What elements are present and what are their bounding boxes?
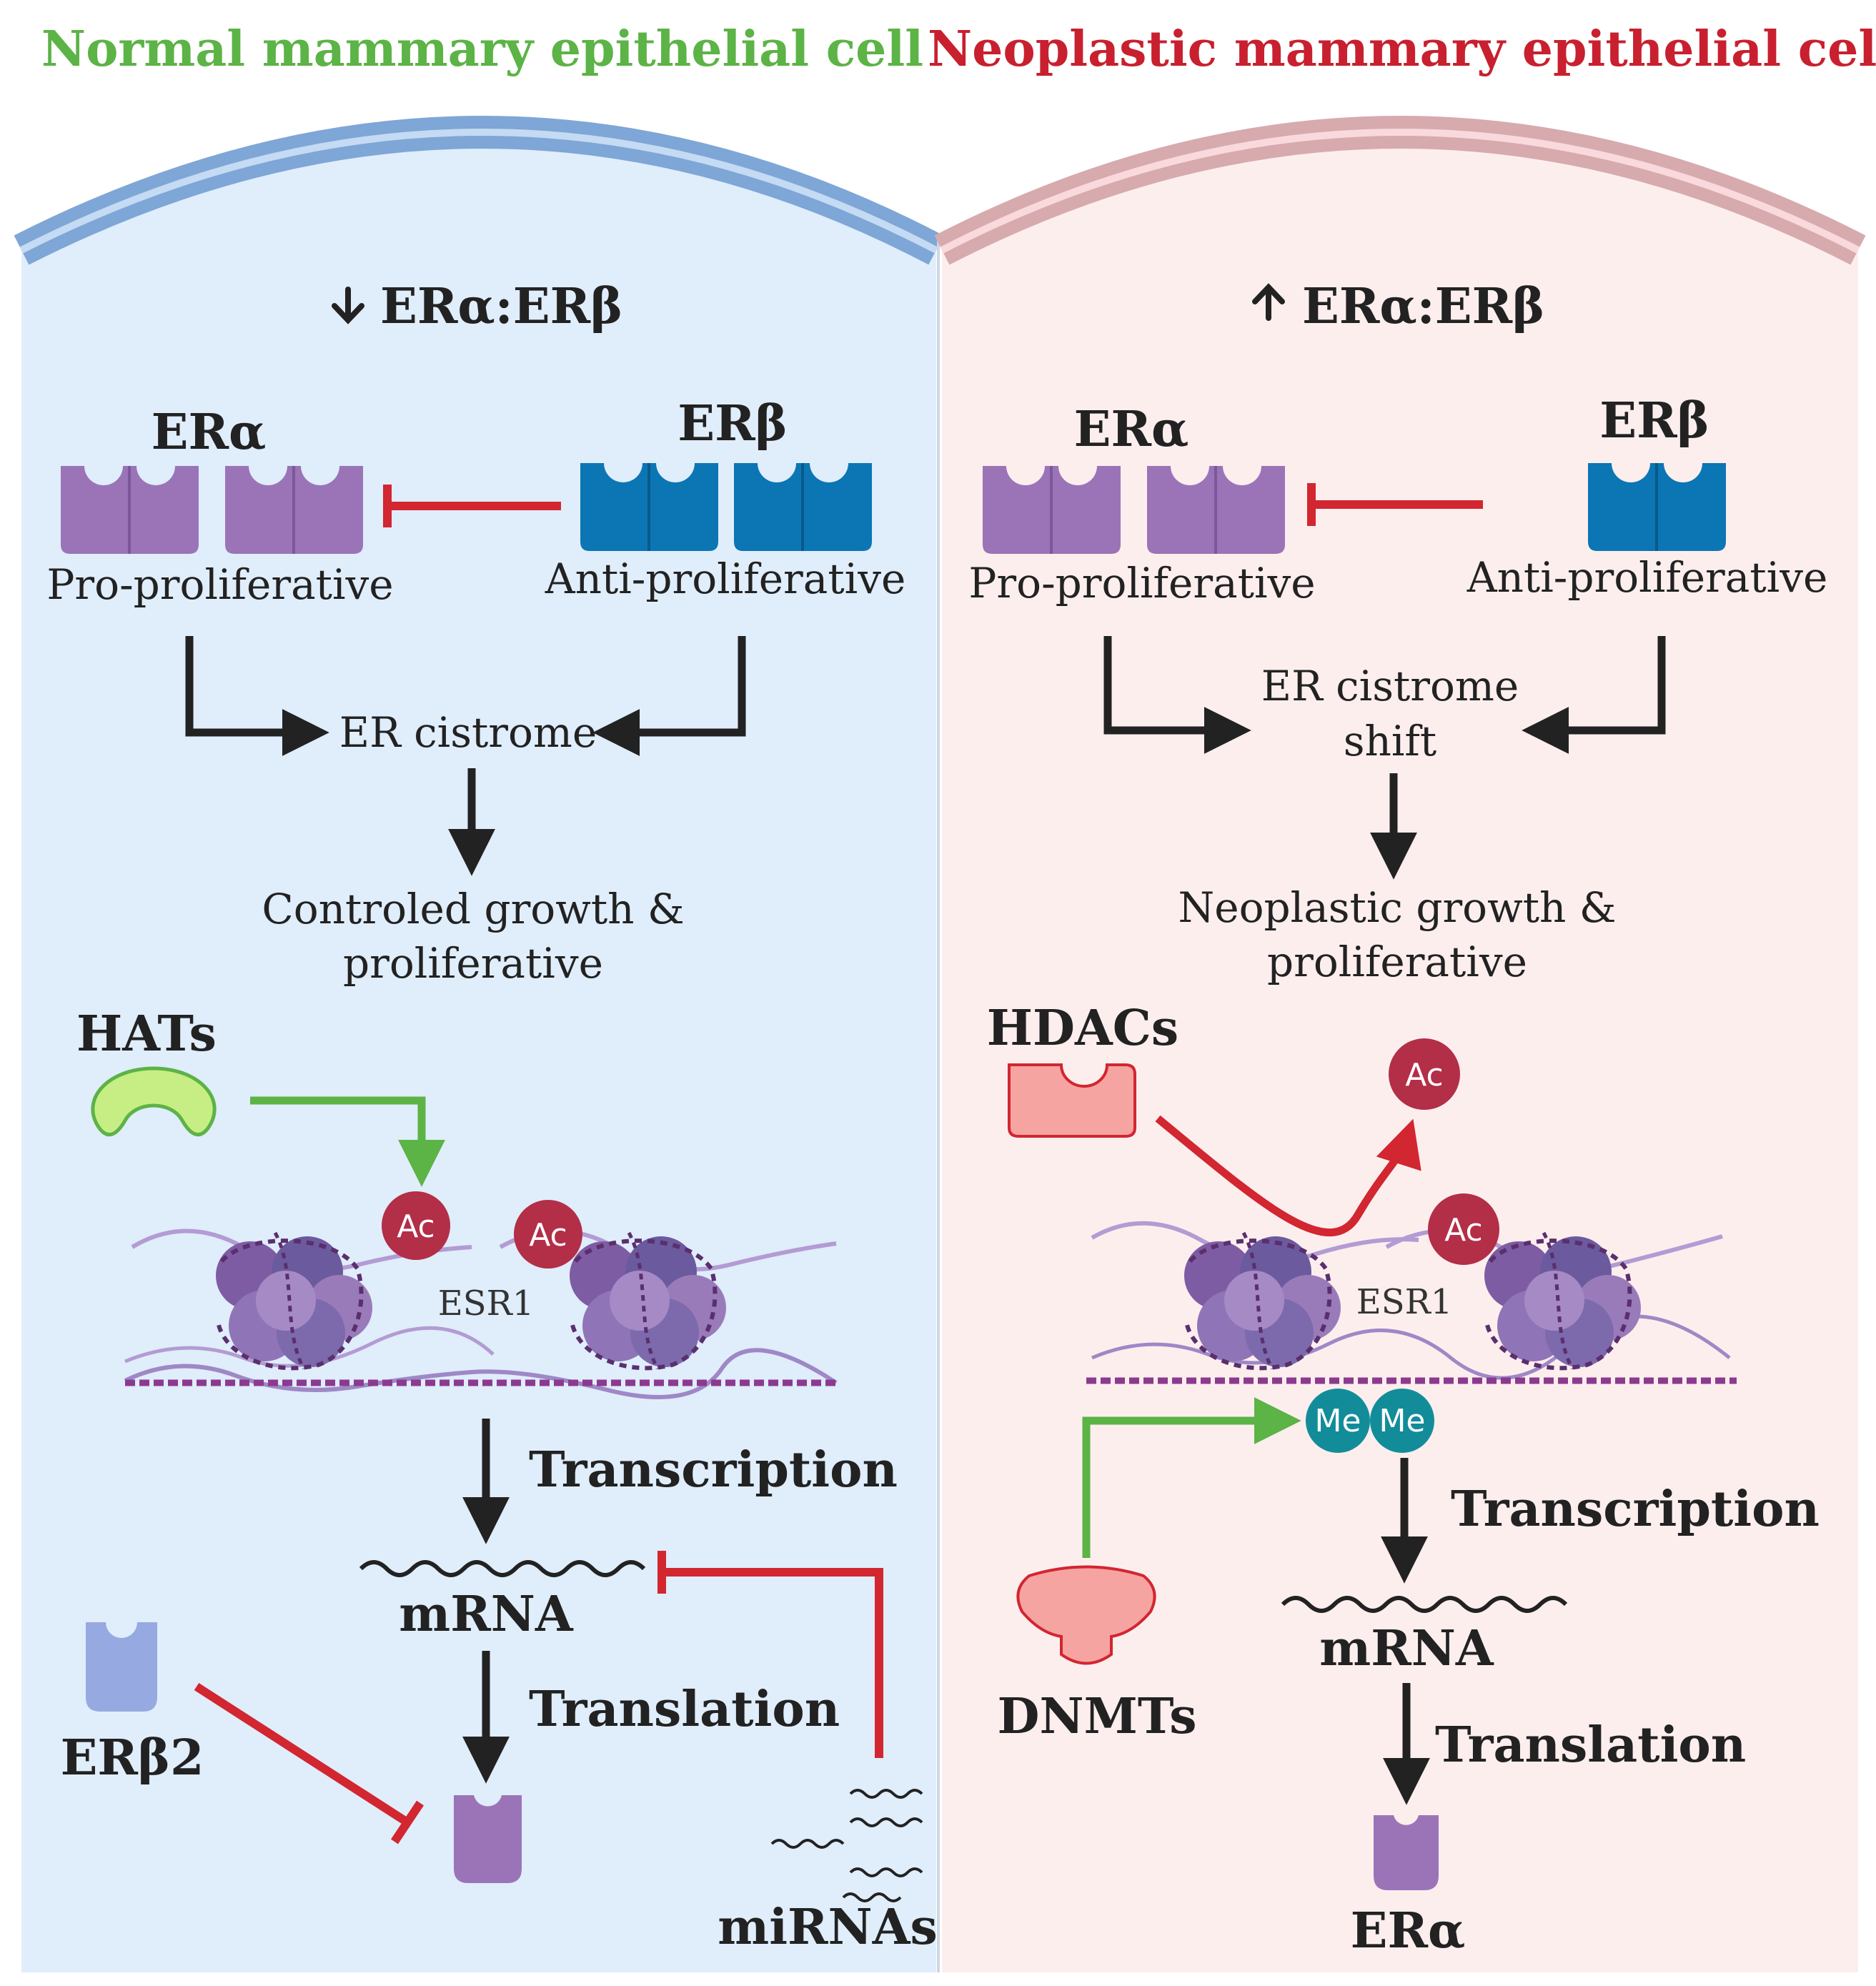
svg-text:Ac: Ac (397, 1208, 435, 1245)
dnmts-methylation-arrow (1082, 1397, 1301, 1558)
normal-outcome-line1: Controled growth & (262, 885, 684, 933)
neoplastic-gene-label: ESR1 (1356, 1282, 1453, 1322)
ratio-up-arrow-icon (1252, 283, 1285, 321)
normal-ratio-label: ERα:ERβ (380, 278, 622, 335)
normal-erb-label: ERβ (678, 395, 788, 452)
neoplastic-transcription-label: Transcription (1451, 1481, 1820, 1538)
normal-anti-proliferative-label: Anti-proliferative (545, 555, 906, 603)
normal-ac-mark-2: Ac (514, 1200, 582, 1268)
normal-erb-receptor-2 (734, 463, 872, 551)
removed-ac-mark: Ac (1389, 1038, 1460, 1110)
erb2-inhibits-era-arrow (194, 1682, 424, 1845)
normal-cistrome-label: ER cistrome (339, 708, 597, 757)
normal-era-to-cistrome-arrow (185, 636, 329, 756)
svg-text:Me: Me (1379, 1403, 1425, 1439)
dnmts-label: DNMTs (997, 1688, 1196, 1745)
neoplastic-erb-inhibits-era-arrow (1307, 483, 1483, 526)
erb2-label: ERβ2 (61, 1729, 204, 1787)
neoplastic-outcome-line2: proliferative (1267, 938, 1527, 986)
hats-label: HATs (76, 1006, 217, 1063)
normal-cell-panel: Normal mammary epithelial cell ERα:ERβ E… (14, 21, 944, 1972)
neoplastic-era-receptor-1 (983, 466, 1121, 554)
neoplastic-cistrome-line1: ER cistrome (1261, 662, 1519, 710)
normal-mrna-icon (359, 1560, 646, 1577)
hats-acetylation-arrow (250, 1096, 445, 1187)
mirnas-icon (770, 1789, 923, 1902)
normal-mrna-label: mRNA (399, 1586, 574, 1643)
neoplastic-cistrome-line2: shift (1344, 717, 1436, 765)
svg-text:Ac: Ac (529, 1217, 567, 1253)
neoplastic-erb-to-cistrome-arrow (1522, 636, 1666, 754)
normal-outcome-line2: proliferative (343, 939, 603, 988)
mirnas-inhibit-mrna-arrow (657, 1551, 883, 1758)
normal-era-receptor-2 (225, 466, 363, 554)
bound-ac-mark: Ac (1428, 1193, 1499, 1265)
neoplastic-era-receptor-2 (1147, 466, 1285, 554)
svg-text:Ac: Ac (1444, 1212, 1483, 1248)
normal-erb-receptor-1 (580, 463, 718, 551)
neoplastic-anti-proliferative-label: Anti-proliferative (1466, 553, 1828, 602)
mirnas-label: miRNAs (718, 1899, 938, 1956)
me-mark-1: Me (1306, 1389, 1370, 1453)
me-mark-2: Me (1370, 1389, 1434, 1453)
neoplastic-erb-receptor (1588, 463, 1726, 551)
neoplastic-ratio-label: ERα:ERβ (1302, 278, 1544, 335)
neoplastic-panel-title: Neoplastic mammary epithelial cell (928, 21, 1876, 78)
hdacs-deacetylation-arrow (1155, 1115, 1421, 1237)
normal-chromatin (124, 1228, 840, 1399)
neoplastic-era-to-cistrome-arrow (1103, 636, 1251, 754)
normal-transcription-label: Transcription (529, 1441, 898, 1499)
neoplastic-era-protein-icon (1374, 1815, 1439, 1890)
neoplastic-mrna-label: mRNA (1319, 1620, 1494, 1677)
normal-gene-label: ESR1 (438, 1284, 535, 1324)
normal-panel-title: Normal mammary epithelial cell (41, 21, 923, 78)
normal-ac-mark-1: Ac (382, 1191, 450, 1260)
neoplastic-erb-label: ERβ (1599, 392, 1709, 450)
dnmts-enzyme-icon (1016, 1565, 1156, 1665)
normal-pro-proliferative-label: Pro-proliferative (46, 560, 393, 609)
neoplastic-era-label: ERα (1074, 401, 1189, 458)
normal-erb-inhibits-era-arrow (383, 485, 561, 527)
normal-era-protein-icon (454, 1795, 522, 1883)
hdacs-enzyme-icon (1008, 1063, 1136, 1138)
erb2-protein-icon (86, 1622, 157, 1712)
hdacs-label: HDACs (987, 1000, 1178, 1057)
normal-translation-label: Translation (529, 1681, 840, 1738)
ratio-down-arrow-icon (332, 287, 364, 324)
normal-cell-body (21, 132, 936, 1972)
normal-era-label: ERα (152, 404, 267, 461)
neoplastic-outcome-line1: Neoplastic growth & (1178, 883, 1617, 932)
neoplastic-mrna-icon (1281, 1596, 1568, 1613)
svg-text:Ac: Ac (1405, 1057, 1444, 1093)
hats-enzyme-icon (91, 1066, 217, 1136)
normal-era-receptor-1 (61, 466, 199, 554)
neoplastic-cell-panel: Neoplastic mammary epithelial cell ERα:E… (928, 21, 1876, 1972)
normal-erb-to-cistrome-arrow (592, 636, 746, 756)
neoplastic-translation-label: Translation (1435, 1717, 1746, 1774)
neoplastic-product-label: ERα (1351, 1902, 1466, 1960)
svg-text:Me: Me (1314, 1403, 1361, 1439)
neoplastic-pro-proliferative-label: Pro-proliferative (968, 559, 1315, 607)
